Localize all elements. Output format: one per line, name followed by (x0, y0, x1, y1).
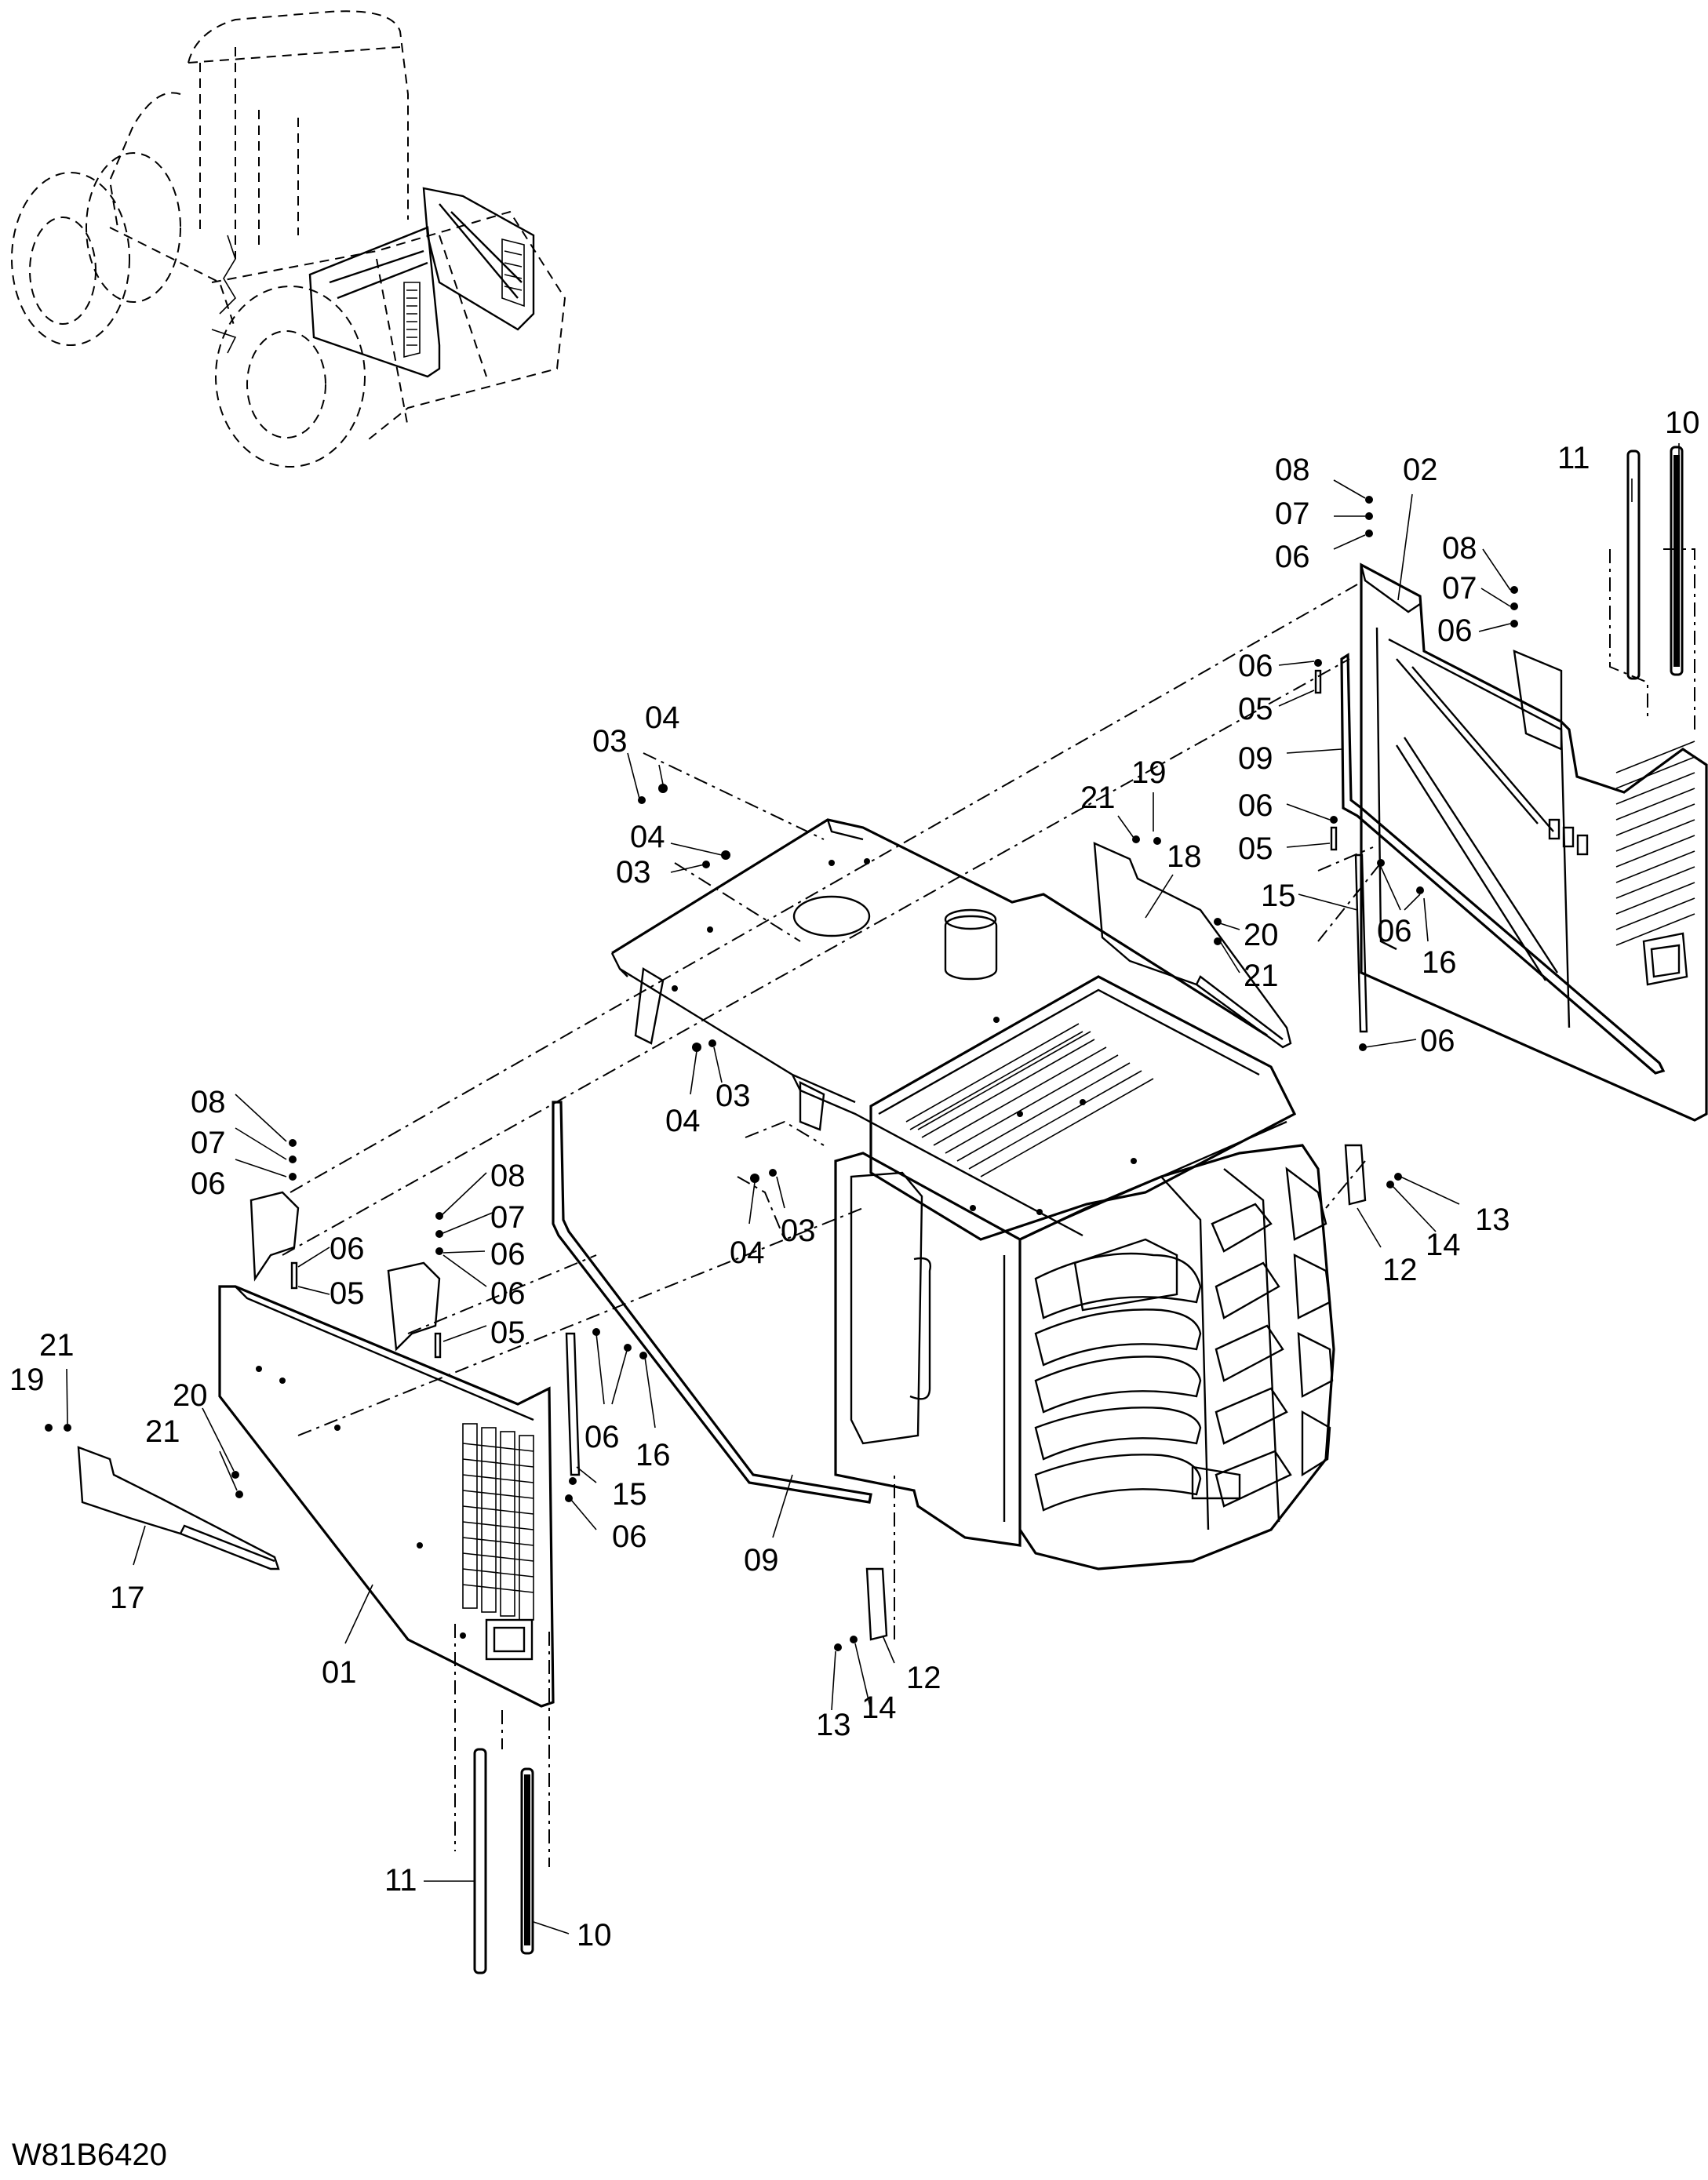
callout-12: 12 (906, 1661, 941, 1695)
callout-03: 03 (592, 724, 628, 759)
callout-20: 20 (1244, 918, 1279, 952)
callout-06: 06 (330, 1232, 365, 1266)
callout-08: 08 (1275, 453, 1310, 487)
callout-07: 07 (191, 1126, 226, 1160)
callout-06: 06 (1377, 914, 1412, 948)
callout-15: 15 (612, 1477, 647, 1512)
callout-08: 08 (490, 1159, 526, 1193)
front-grille-bars (1034, 1166, 1334, 1512)
callout-06: 06 (585, 1420, 620, 1454)
callout-06: 06 (191, 1166, 226, 1201)
assembly-centerlines (282, 584, 1382, 1640)
callout-06: 06 (1420, 1024, 1455, 1058)
engine-hood-assembly (610, 818, 1335, 1570)
callout-20: 20 (173, 1378, 208, 1413)
callout-10: 10 (577, 1918, 612, 1953)
bracket-18-right (1093, 842, 1292, 1049)
callout-13: 13 (1475, 1203, 1510, 1237)
leader-lines (66, 443, 1680, 1934)
callout-06: 06 (1437, 613, 1473, 648)
callout-04: 04 (730, 1236, 765, 1270)
callout-17: 17 (110, 1581, 145, 1615)
callout-09: 09 (1238, 741, 1273, 776)
strip-11-left (473, 1748, 487, 1974)
drawing-code: W81B6420 (12, 2138, 167, 2172)
callout-03: 03 (616, 855, 651, 890)
bracket-12-right (1344, 1144, 1367, 1206)
callout-14: 14 (1426, 1228, 1461, 1262)
callout-08: 08 (1442, 531, 1477, 566)
callout-06: 06 (612, 1519, 647, 1554)
callout-08: 08 (191, 1085, 226, 1119)
callout-16: 16 (1422, 945, 1457, 980)
callout-03: 03 (716, 1079, 751, 1113)
callout-06: 06 (1238, 649, 1273, 683)
callout-07: 07 (490, 1200, 526, 1235)
callout-19: 19 (9, 1363, 45, 1397)
callout-05: 05 (490, 1316, 526, 1350)
left-panel-louvres (462, 1423, 534, 1621)
callout-02: 02 (1403, 453, 1438, 487)
callout-04: 04 (645, 701, 680, 735)
callout-21: 21 (145, 1414, 180, 1449)
callout-19: 19 (1131, 755, 1167, 790)
callout-06: 06 (490, 1276, 526, 1311)
callout-12: 12 (1382, 1253, 1418, 1287)
callout-14: 14 (861, 1691, 897, 1725)
callout-04: 04 (630, 820, 665, 854)
hardware (45, 496, 1518, 1651)
rod-15-left (565, 1332, 581, 1476)
callout-11: 11 (1557, 441, 1590, 475)
callout-15: 15 (1261, 879, 1296, 913)
callout-06: 06 (1275, 540, 1310, 574)
left-side-panel (218, 1191, 555, 1708)
callout-05: 05 (1238, 692, 1273, 726)
right-panel-louvres (1615, 741, 1695, 946)
machine-overview-inset (11, 10, 566, 468)
callout-labels: 02 08 07 06 08 07 06 06 05 09 06 05 15 0… (9, 406, 1700, 1953)
callout-07: 07 (1275, 497, 1310, 531)
callout-16: 16 (635, 1438, 671, 1472)
callout-06: 06 (1238, 788, 1273, 823)
callout-10: 10 (1665, 406, 1700, 440)
right-side-panel (1360, 562, 1708, 1122)
callout-05: 05 (330, 1276, 365, 1311)
callout-07: 07 (1442, 571, 1477, 606)
seal-strip-09-right (1340, 653, 1666, 1075)
bracket-17-left (77, 1446, 280, 1570)
callout-05: 05 (1238, 832, 1273, 866)
callout-21: 21 (39, 1328, 75, 1363)
top-grille-louvres (905, 1023, 1154, 1177)
callout-09: 09 (744, 1543, 779, 1578)
seal-strip-09-left (552, 1101, 872, 1504)
callout-01: 01 (322, 1655, 357, 1690)
rod-15-right (1354, 853, 1368, 1033)
strip-11-right (1626, 449, 1641, 680)
callout-04: 04 (665, 1104, 701, 1138)
callout-18: 18 (1167, 839, 1202, 874)
callout-21: 21 (1080, 781, 1116, 815)
callout-03: 03 (781, 1214, 816, 1248)
callout-11: 11 (384, 1863, 417, 1898)
callout-21: 21 (1244, 959, 1279, 993)
bracket-12-bottom (865, 1567, 888, 1641)
callout-13: 13 (816, 1708, 851, 1742)
callout-06: 06 (490, 1237, 526, 1272)
